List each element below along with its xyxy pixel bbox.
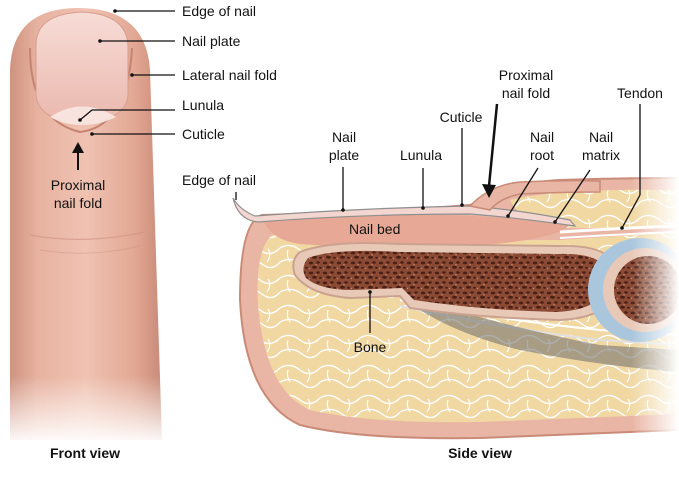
leader-nail-matrix [554, 169, 591, 223]
finger-bottom-fade [0, 60, 175, 445]
label-edge-of-nail: Edge of nail [182, 3, 256, 19]
label-nail-plate: Nail plate [182, 33, 241, 49]
arrowhead-up [72, 142, 84, 153]
label-nail-matrix-line1: Nail [589, 129, 613, 145]
label-lunula: Lunula [182, 97, 224, 113]
label-proximal-nail-fold-line2: nail fold [54, 195, 102, 211]
label-bone: Bone [354, 339, 387, 355]
front-leaders [72, 9, 175, 170]
label-tendon: Tendon [617, 85, 663, 101]
side-leaders [235, 103, 641, 333]
label-side-proximal-nail-fold-line1: Proximal [499, 67, 553, 83]
arrowhead-down [482, 184, 496, 198]
label-nail-matrix-line2: matrix [582, 147, 620, 163]
caption-side-view: Side view [448, 445, 512, 461]
label-proximal-nail-fold-line1: Proximal [51, 177, 105, 193]
leader-tendon-diag [621, 194, 641, 229]
label-side-nail-plate-line1: Nail [332, 129, 356, 145]
label-cuticle: Cuticle [182, 126, 225, 142]
label-side-proximal-nail-fold-line2: nail fold [502, 85, 550, 101]
label-side-edge-of-nail: Edge of nail [182, 172, 256, 188]
label-side-nail-plate-line2: plate [329, 147, 360, 163]
arrow-side-proximal-nail-fold [487, 103, 499, 187]
label-side-cuticle: Cuticle [440, 109, 483, 125]
label-side-lunula: Lunula [400, 147, 442, 163]
label-nail-bed: Nail bed [349, 221, 400, 237]
caption-front-view: Front view [50, 445, 120, 461]
label-nail-root-line1: Nail [530, 129, 554, 145]
leader-lunula [79, 109, 175, 121]
side-labels: Edge of nail Nail plate Lunula Cuticle P… [182, 67, 663, 461]
side-view [200, 160, 679, 440]
label-lateral-nail-fold: Lateral nail fold [182, 67, 277, 83]
leader-nail-root [507, 167, 539, 217]
side-right-fade [200, 160, 679, 440]
front-labels: Edge of nail Nail plate Lateral nail fol… [50, 3, 277, 461]
label-nail-root-line2: root [530, 147, 554, 163]
front-view [0, 8, 175, 445]
